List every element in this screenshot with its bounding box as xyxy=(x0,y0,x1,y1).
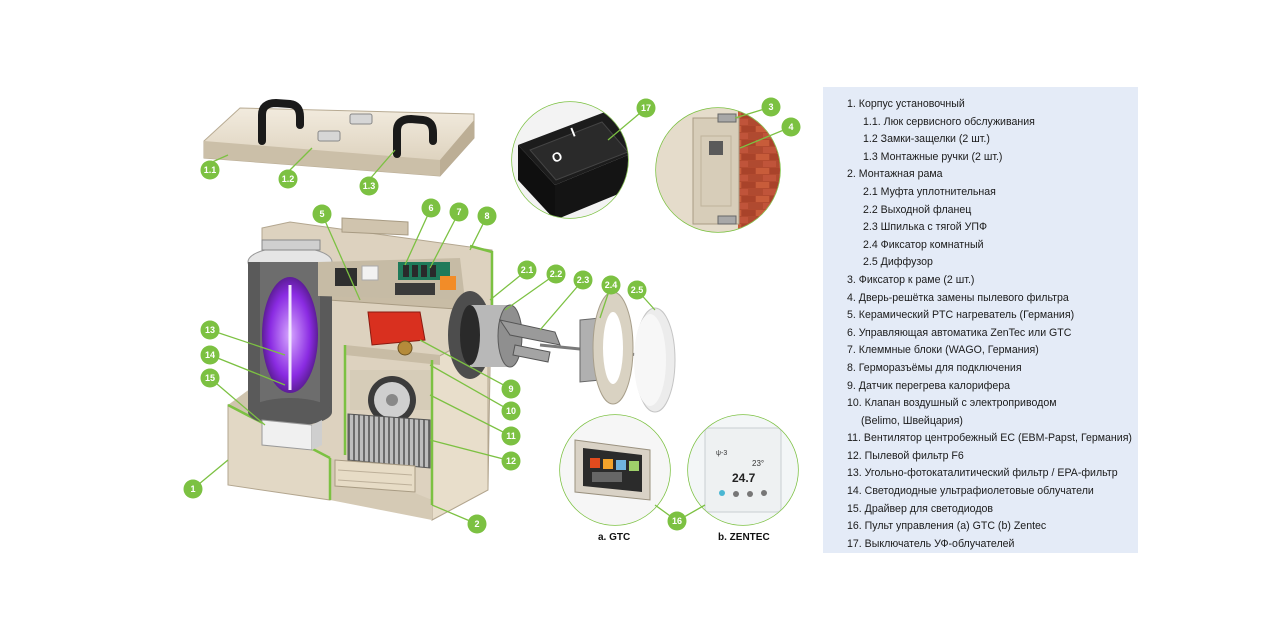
legend-item: 2.4 Фиксатор комнатный xyxy=(863,238,984,251)
svg-text:7: 7 xyxy=(456,207,461,217)
legend-item: 3. Фиксатор к раме (2 шт.) xyxy=(847,273,975,286)
control-board xyxy=(318,258,465,300)
callout-11: 11 xyxy=(501,426,521,446)
callout-2: 2 xyxy=(467,514,487,534)
legend-item: 10. Клапан воздушный с электроприводом xyxy=(847,397,1057,410)
callout-6: 6 xyxy=(421,198,441,218)
callout-2-4: 2.4 xyxy=(601,275,621,295)
callout-2-1: 2.1 xyxy=(517,260,537,280)
callout-2-3: 2.3 xyxy=(573,270,593,290)
svg-text:12: 12 xyxy=(506,456,516,466)
legend-item: 7. Клеммные блоки (WAGO, Германия) xyxy=(847,344,1039,357)
callout-16: 16 xyxy=(667,511,687,531)
svg-text:5: 5 xyxy=(319,209,324,219)
legend-item: 2.3 Шпилька с тягой УПФ xyxy=(863,221,988,234)
filter-door-inset xyxy=(655,107,781,233)
callout-1-3: 1.3 xyxy=(359,176,379,196)
legend-item: 11. Вентилятор центробежный EC (EBM-Paps… xyxy=(847,432,1132,445)
callout-2-2: 2.2 xyxy=(546,264,566,284)
legend-item: (Belimo, Швейцария) xyxy=(861,414,963,427)
callout-12: 12 xyxy=(501,451,521,471)
caption-zentec: b. ZENTEC xyxy=(718,532,770,543)
svg-text:1.3: 1.3 xyxy=(363,181,376,191)
callout-14: 14 xyxy=(200,345,220,365)
legend-item: 14. Светодиодные ультрафиолетовые облуча… xyxy=(847,485,1094,498)
legend-item: 12. Пылевой фильтр F6 xyxy=(847,449,964,462)
svg-text:2.5: 2.5 xyxy=(631,285,644,295)
callout-1: 1 xyxy=(183,479,203,499)
svg-text:10: 10 xyxy=(506,406,516,416)
callout-4: 4 xyxy=(781,117,801,137)
svg-text:2.4: 2.4 xyxy=(605,280,618,290)
svg-text:1: 1 xyxy=(190,484,195,494)
legend-item: 2. Монтажная рама xyxy=(847,168,943,181)
legend-item: 2.5 Диффузор xyxy=(863,256,933,269)
legend-item: 16. Пульт управления (a) GTC (b) Zentec xyxy=(847,520,1047,533)
callout-8: 8 xyxy=(477,206,497,226)
uv-switch-inset: I O xyxy=(511,101,629,219)
switch-on-mark: I xyxy=(569,125,578,140)
callouts: 1.1 1.2 1.3 5 6 7 8 2.1 2.2 2.3 2.4 2.5 … xyxy=(183,97,801,534)
service-hatch-lid xyxy=(203,98,475,177)
callout-1-2: 1.2 xyxy=(278,169,298,189)
svg-text:14: 14 xyxy=(205,350,215,360)
legend-item: 1. Корпус установочный xyxy=(847,98,965,110)
caption-gtc: a. GTC xyxy=(598,532,630,543)
callout-10: 10 xyxy=(501,401,521,421)
svg-text:2.2: 2.2 xyxy=(550,269,563,279)
thermostat-set-temp: 23° xyxy=(752,459,764,468)
legend-item: 9. Датчик перегрева калорифера xyxy=(847,379,1011,392)
svg-text:2.3: 2.3 xyxy=(577,275,590,285)
svg-text:11: 11 xyxy=(506,431,516,441)
led-driver xyxy=(261,419,322,451)
legend-item: 17. Выключатель УФ-облучателей xyxy=(847,537,1015,550)
callout-2-5: 2.5 xyxy=(627,280,647,300)
svg-text:17: 17 xyxy=(641,103,651,113)
diffuser-disc xyxy=(634,307,676,413)
legend-item: 8. Герморазъёмы для подключения xyxy=(847,361,1022,374)
centrifugal-fan xyxy=(350,370,430,424)
svg-text:15: 15 xyxy=(205,373,215,383)
svg-text:9: 9 xyxy=(508,384,513,394)
svg-text:2: 2 xyxy=(474,519,479,529)
svg-text:6: 6 xyxy=(428,203,433,213)
room-fixator-ring xyxy=(592,291,634,405)
callout-1-1: 1.1 xyxy=(200,160,220,180)
legend-item: 2.2 Выходной фланец xyxy=(863,203,972,216)
callout-15: 15 xyxy=(200,368,220,388)
gtc-panel-inset xyxy=(559,414,671,526)
legend-item: 2.1 Муфта уплотнительная xyxy=(863,185,996,198)
legend-item: 1.2 Замки-защелки (2 шт.) xyxy=(863,133,990,146)
svg-text:13: 13 xyxy=(205,325,215,335)
legend-item: 15. Драйвер для светодиодов xyxy=(847,502,994,515)
legend-item: 6. Управляющая автоматика ZenTec или GTC xyxy=(847,326,1072,339)
svg-text:3: 3 xyxy=(768,102,773,112)
svg-text:16: 16 xyxy=(672,516,682,526)
legend-item: 13. Угольно-фотокаталитический фильтр / … xyxy=(847,467,1118,480)
legend-item: 1.3 Монтажные ручки (2 шт.) xyxy=(863,150,1003,163)
dust-filter xyxy=(334,413,431,493)
thermostat-room-temp: 24.7 xyxy=(732,471,756,485)
ptc-heater xyxy=(367,311,426,356)
svg-text:1.1: 1.1 xyxy=(204,165,217,175)
legend-item: 5. Керамический PTC нагреватель (Германи… xyxy=(847,309,1075,322)
svg-text:8: 8 xyxy=(484,211,489,221)
zentec-panel-inset: ψ-3 23° 24.7 xyxy=(687,414,799,526)
thermostat-mode: ψ-3 xyxy=(716,450,727,457)
callout-7: 7 xyxy=(449,202,469,222)
legend-panel: 1. Корпус установочный 1.1. Люк сервисно… xyxy=(823,87,1138,553)
svg-text:2.1: 2.1 xyxy=(521,265,534,275)
callout-9: 9 xyxy=(501,379,521,399)
svg-text:1.2: 1.2 xyxy=(282,174,295,184)
svg-text:4: 4 xyxy=(788,122,793,132)
callout-3: 3 xyxy=(761,97,781,117)
callout-13: 13 xyxy=(200,320,220,340)
callout-5: 5 xyxy=(312,204,332,224)
callout-17: 17 xyxy=(636,98,656,118)
legend-item: 4. Дверь-решётка замены пылевого фильтра xyxy=(847,291,1069,304)
legend-item: 1.1. Люк сервисного обслуживания xyxy=(863,115,1035,128)
